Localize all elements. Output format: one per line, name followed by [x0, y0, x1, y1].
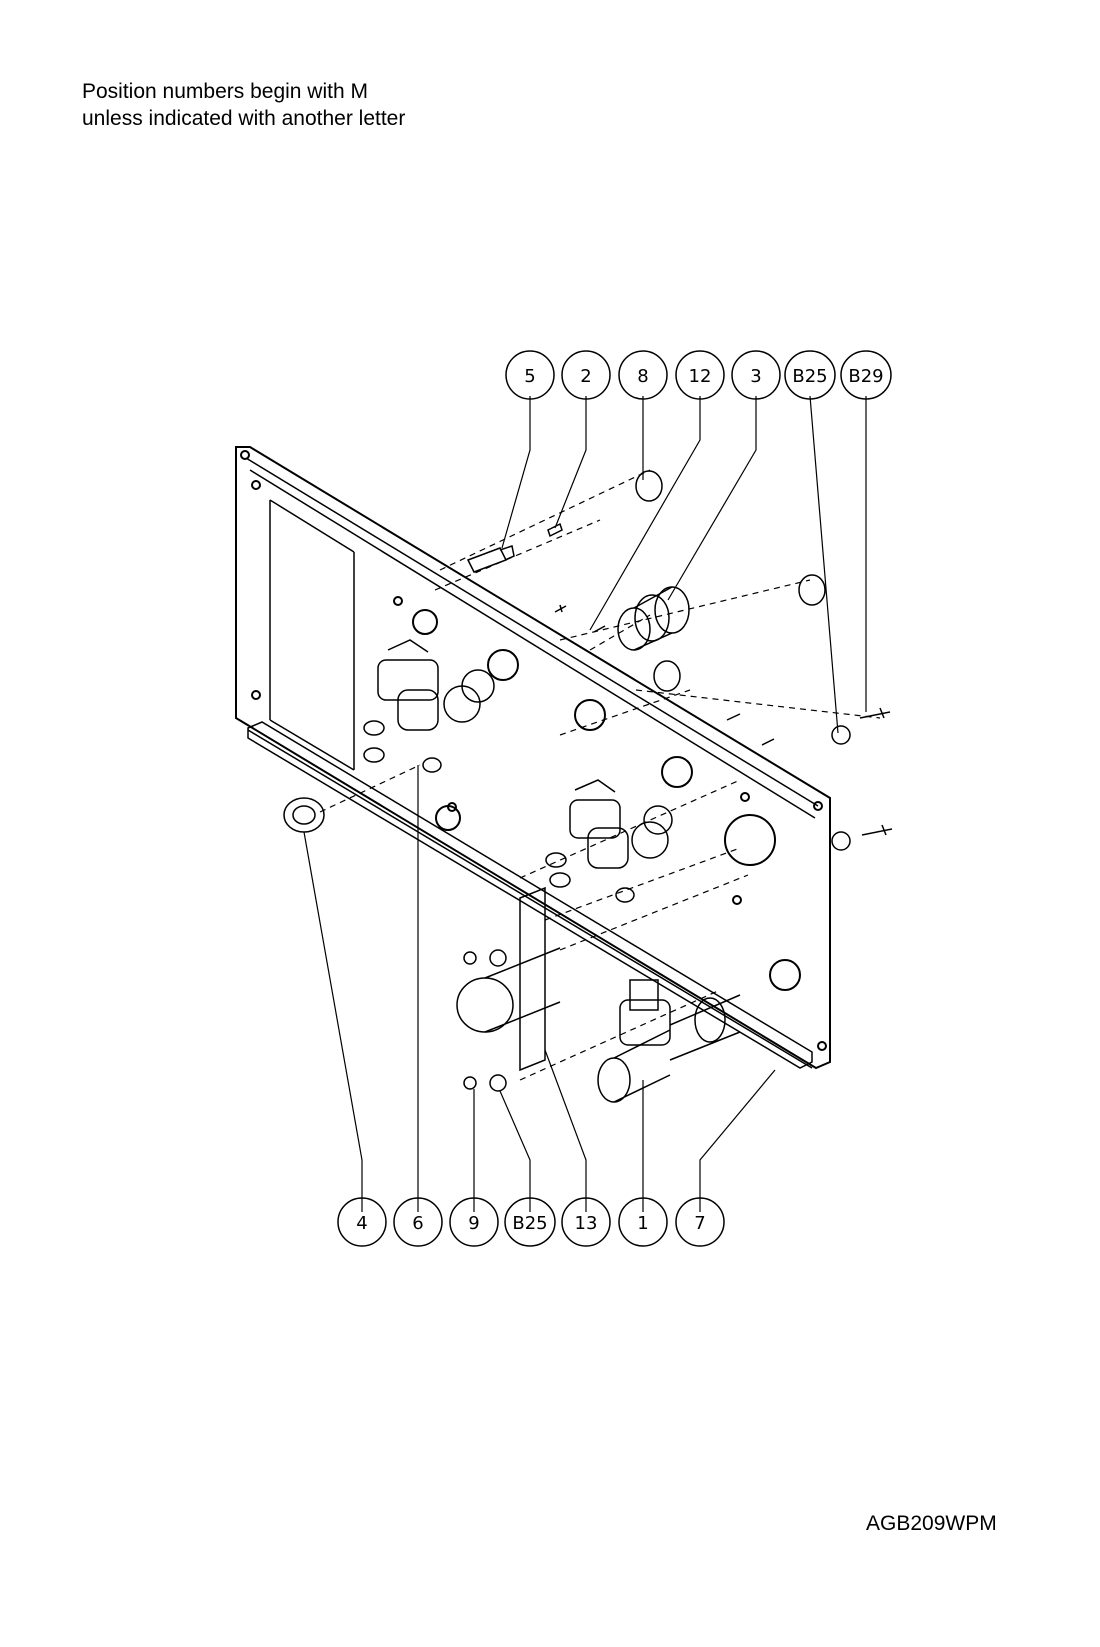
- valve-cluster-upper: [363, 639, 495, 773]
- callout-b29: B29: [840, 350, 892, 400]
- drawing-code: AGB209WPM: [866, 1512, 997, 1535]
- bracket-item-13: [456, 886, 561, 1092]
- callouts-top: 5 2 8 12 3 B25 B29: [505, 350, 892, 400]
- callout-7-label: 7: [694, 1213, 705, 1234]
- callout-2: 2: [561, 350, 611, 400]
- screws: [554, 604, 893, 851]
- grommets: [635, 470, 826, 692]
- callout-1-label: 1: [637, 1213, 648, 1234]
- valve-item-1: [597, 979, 741, 1103]
- callout-6: 6: [393, 1197, 443, 1247]
- callout-3-label: 3: [750, 366, 761, 387]
- callout-4: 4: [337, 1197, 387, 1247]
- leader-lines: [303, 395, 867, 1212]
- callout-b25-top: B25: [784, 350, 836, 400]
- callout-b25-bottom-label: B25: [512, 1213, 547, 1234]
- callout-8-label: 8: [637, 366, 648, 387]
- position-note: Position numbers begin with M unless ind…: [82, 78, 405, 132]
- callout-12: 12: [675, 350, 725, 400]
- callout-9-label: 9: [468, 1213, 479, 1234]
- callout-9: 9: [449, 1197, 499, 1247]
- callout-6-label: 6: [412, 1213, 423, 1234]
- callout-3: 3: [731, 350, 781, 400]
- callout-12-label: 12: [689, 366, 712, 387]
- position-note-line2: unless indicated with another letter: [82, 107, 406, 130]
- position-note-line1: Position numbers begin with M: [82, 80, 368, 103]
- callout-13: 13: [561, 1197, 611, 1247]
- callout-b25-bottom: B25: [504, 1197, 556, 1247]
- callout-7: 7: [675, 1197, 725, 1247]
- assembly-lines: [319, 469, 881, 1081]
- back-panel: [235, 446, 831, 1070]
- callouts-bottom: 4 6 9 B25 13 1 7: [337, 1197, 725, 1247]
- bottom-flange: [247, 721, 813, 1069]
- gland-item-3: [617, 586, 690, 651]
- callout-b29-label: B29: [848, 366, 883, 387]
- nut-item-4: [283, 797, 325, 833]
- callout-5: 5: [505, 350, 555, 400]
- callout-5-label: 5: [524, 366, 535, 387]
- callout-b25-top-label: B25: [792, 366, 827, 387]
- callout-2-label: 2: [580, 366, 591, 387]
- callout-13-label: 13: [575, 1213, 598, 1234]
- pin-item-2: [547, 522, 563, 538]
- valve-cluster-lower: [545, 779, 673, 903]
- callout-1: 1: [618, 1197, 668, 1247]
- callout-4-label: 4: [356, 1213, 367, 1234]
- callout-8: 8: [618, 350, 668, 400]
